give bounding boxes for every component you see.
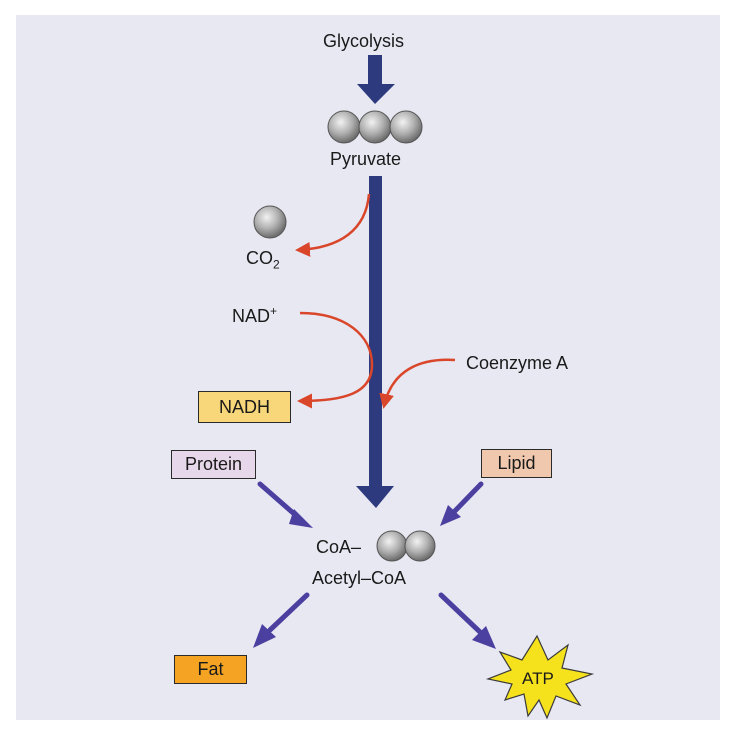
co2-label: CO2 xyxy=(246,249,280,271)
co2-release-arrow xyxy=(295,193,371,257)
main-pathway-arrow xyxy=(356,176,394,508)
acetyl-coa-label: Acetyl–CoA xyxy=(312,568,407,588)
nadh-box: NADH xyxy=(198,391,291,423)
fat-box: Fat xyxy=(174,655,247,684)
acetylcoa-to-atp-arrow xyxy=(438,592,496,649)
lipid-to-acetylcoa-arrow xyxy=(440,481,484,526)
nad-plus-label: NAD+ xyxy=(232,305,277,325)
nad-superscript: + xyxy=(270,304,278,318)
atp-label: ATP xyxy=(522,669,554,688)
coenzyme-a-arrow xyxy=(379,358,456,409)
acetylcoa-to-fat-arrow xyxy=(253,592,310,648)
co2-molecule-icon xyxy=(253,205,287,239)
co2-base: CO xyxy=(246,248,273,268)
pyruvate-label: Pyruvate xyxy=(330,149,402,169)
atp-burst-icon xyxy=(485,634,595,720)
pyruvate-molecule-icon xyxy=(327,110,423,144)
coenzyme-a-label: Coenzyme A xyxy=(466,353,569,373)
lipid-box: Lipid xyxy=(481,449,552,478)
glycolysis-arrow xyxy=(357,55,395,104)
coa-prefix-label: CoA– xyxy=(316,537,362,557)
acetyl-molecule-icon xyxy=(376,530,436,562)
nad-base: NAD xyxy=(232,306,271,326)
protein-to-acetylcoa-arrow xyxy=(257,481,313,528)
protein-box: Protein xyxy=(171,450,256,479)
nad-reduction-arrow xyxy=(297,311,374,409)
glycolysis-label: Glycolysis xyxy=(323,31,405,51)
co2-subscript: 2 xyxy=(273,257,280,272)
